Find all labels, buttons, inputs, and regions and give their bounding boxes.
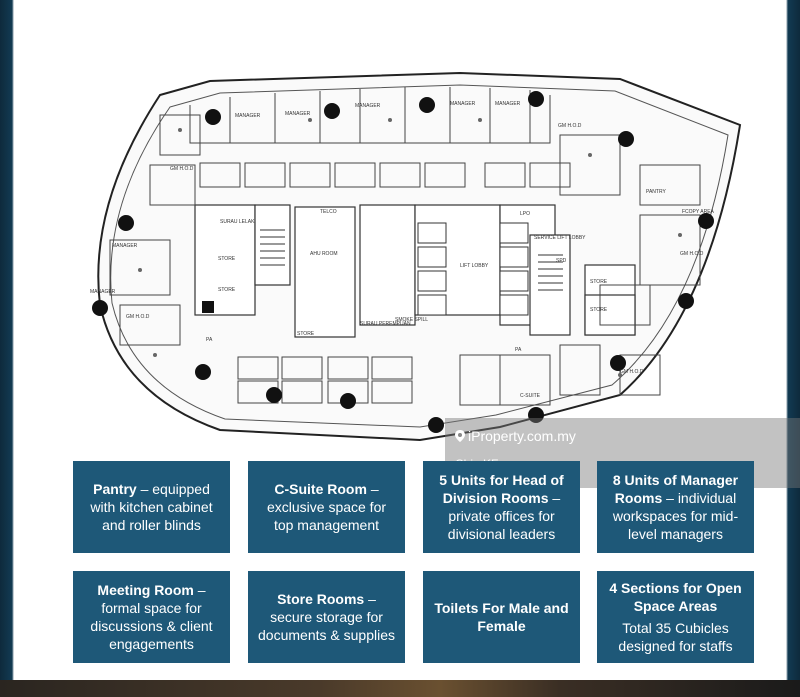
- label-gm-hod-3: GM H.O.D: [680, 251, 704, 257]
- label-gm-hod-5: GM H.O.D: [620, 369, 644, 375]
- card-desc: – formal space for discussions & client …: [90, 582, 213, 652]
- card-title: Pantry: [93, 481, 137, 497]
- left-rooms: [109, 114, 201, 346]
- label-spd: SPD: [556, 258, 567, 264]
- label-lift-lobby: LIFT LOBBY: [460, 263, 489, 269]
- card-title: 8 Units of Manager Rooms: [612, 472, 739, 506]
- label-gm-hod-4: GM H.O.D: [126, 314, 150, 320]
- floor-plan: MANAGER MANAGER MANAGER MANAGER MANAGER …: [90, 71, 742, 442]
- card-manager-rooms: 8 Units of Manager Rooms – individual wo…: [597, 461, 754, 553]
- card-toilets: Toilets For Male and Female: [423, 571, 580, 663]
- staircases: [260, 229, 563, 291]
- card-head-of-division: 5 Units for Head of Division Rooms – pri…: [423, 461, 580, 553]
- card-desc: – secure storage for documents & supplie…: [258, 591, 395, 643]
- bottom-photo-strip: [0, 680, 800, 697]
- label-pantry: PANTRY: [646, 189, 666, 195]
- card-title: Store Rooms: [277, 591, 365, 607]
- card-meeting-room: Meeting Room – formal space for discussi…: [73, 571, 230, 663]
- label-store-2: STORE: [218, 287, 236, 293]
- label-store-1: STORE: [218, 256, 236, 262]
- cubicles-top: [199, 162, 571, 188]
- label-surau-perempuan: SURAU PEREMPUAN: [360, 321, 411, 327]
- card-subtext: Total 35 Cubicles designed for staffs: [618, 620, 733, 654]
- label-pa-1: PA: [206, 337, 213, 343]
- label-pa-2: PA: [515, 347, 522, 353]
- label-service-lift: SERVICE LIFT LOBBY: [534, 235, 586, 241]
- card-title: 4 Sections for Open Space Areas: [609, 580, 742, 614]
- lift-shafts: [417, 222, 529, 316]
- label-ahu: AHU ROOM: [310, 251, 338, 257]
- card-store-rooms: Store Rooms – secure storage for documen…: [248, 571, 405, 663]
- card-pantry: Pantry – equipped with kitchen cabinet a…: [73, 461, 230, 553]
- card-title: Toilets For Male and Female: [434, 600, 569, 634]
- label-manager-7: MANAGER: [90, 289, 116, 295]
- label-manager-5: MANAGER: [495, 101, 521, 107]
- label-store-3: STORE: [297, 331, 315, 337]
- card-title: 5 Units for Head of Division Rooms: [439, 472, 564, 506]
- card-title: Meeting Room: [97, 582, 194, 598]
- location-pin-icon: [455, 430, 465, 442]
- label-c-suite: C-SUITE: [520, 393, 541, 399]
- cubicles-bottom: [237, 356, 413, 404]
- label-manager-4: MANAGER: [450, 101, 476, 107]
- label-store-5: STORE: [590, 307, 608, 313]
- card-desc: – individual workspaces for mid-level ma…: [612, 490, 739, 542]
- watermark-logo: iProperty.com.my: [455, 428, 576, 444]
- card-open-space: 4 Sections for Open Space Areas Total 35…: [597, 571, 754, 663]
- label-fcopy: FCOPY AREA: [682, 209, 715, 215]
- label-lpo: LPO: [520, 211, 530, 217]
- label-gm-hod-1: GM H.O.D: [170, 166, 194, 172]
- label-telco: TELCO: [320, 209, 337, 215]
- structural-columns: [92, 91, 714, 433]
- label-store-4: STORE: [590, 279, 608, 285]
- card-desc: – private offices for divisional leaders: [447, 490, 561, 542]
- label-manager-6: MANAGER: [112, 243, 138, 249]
- label-surau-lelaki: SURAU LELAKI: [220, 219, 256, 225]
- watermark-site: iProperty.com.my: [468, 428, 576, 444]
- label-manager-1: MANAGER: [235, 113, 261, 119]
- right-rooms: [459, 134, 701, 406]
- black-square: [202, 301, 214, 313]
- label-smoke-spill: SMOKE SPILL: [395, 317, 428, 323]
- label-gm-hod-2: GM H.O.D: [558, 123, 582, 129]
- label-manager-3: MANAGER: [355, 103, 381, 109]
- label-manager-2: MANAGER: [285, 111, 311, 117]
- furniture: [138, 118, 682, 377]
- card-title: C-Suite Room: [274, 481, 367, 497]
- card-c-suite: C-Suite Room – exclusive space for top m…: [248, 461, 405, 553]
- card-desc: – exclusive space for top management: [266, 481, 387, 533]
- top-offices: [189, 87, 551, 144]
- card-desc: – equipped with kitchen cabinet and roll…: [90, 481, 213, 533]
